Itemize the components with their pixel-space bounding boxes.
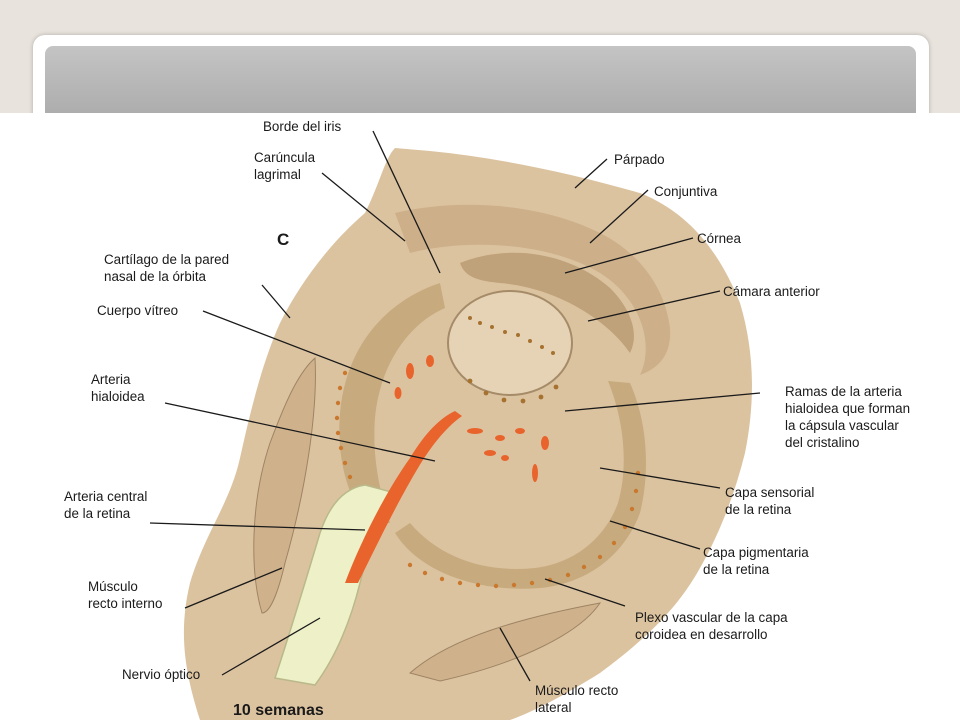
- medial-rectus-muscle: [253, 356, 316, 614]
- cornea-layer: [460, 252, 634, 353]
- lateral-rectus-muscle: [408, 602, 602, 682]
- hyaloid-artery: [345, 411, 462, 583]
- label-nervio-optico: Nervio óptico: [122, 667, 201, 682]
- panel-letter: C: [277, 230, 290, 249]
- eye-development-diagram: C 10 semanas Borde del iris Carúncula la…: [0, 113, 960, 720]
- lens: [447, 290, 573, 396]
- label-capa-sensorial: Capa sensorial de la retina: [725, 485, 815, 517]
- label-plexo: Plexo vascular de la capa coroidea en de…: [635, 610, 788, 642]
- label-ramas: Ramas de la arteria hialoidea que forman…: [785, 384, 911, 450]
- label-musculo-interno: Músculo recto interno: [88, 579, 163, 611]
- label-cornea: Córnea: [697, 231, 741, 246]
- retina-cup-lower: [395, 381, 646, 589]
- label-camara-anterior: Cámara anterior: [723, 284, 820, 299]
- leader-lines: [149, 130, 761, 682]
- label-capa-pigmentaria: Capa pigmentaria de la retina: [703, 545, 809, 577]
- label-borde-iris: Borde del iris: [263, 119, 342, 134]
- label-caruncula: Carúncula lagrimal: [254, 150, 316, 182]
- retina-cup: [339, 283, 445, 523]
- label-conjuntiva: Conjuntiva: [654, 184, 718, 199]
- label-parpado: Párpado: [614, 152, 665, 167]
- label-arteria-central: Arteria central de la retina: [64, 489, 148, 521]
- label-arteria-hialoidea: Arteria hialoidea: [91, 372, 145, 404]
- vessel-branches: [394, 355, 549, 482]
- label-cartilago: Cartílago de la pared nasal de la órbita: [104, 252, 230, 284]
- lens-dots: [467, 316, 559, 404]
- slide-title-bar: [45, 46, 916, 126]
- eye-illustration: [149, 130, 761, 720]
- optic-nerve: [274, 484, 397, 686]
- label-cuerpo-vitreo: Cuerpo vítreo: [97, 303, 179, 318]
- eyelid: [395, 204, 671, 375]
- label-musculo-lateral: Músculo recto lateral: [535, 683, 619, 715]
- stage-label: 10 semanas: [233, 702, 324, 719]
